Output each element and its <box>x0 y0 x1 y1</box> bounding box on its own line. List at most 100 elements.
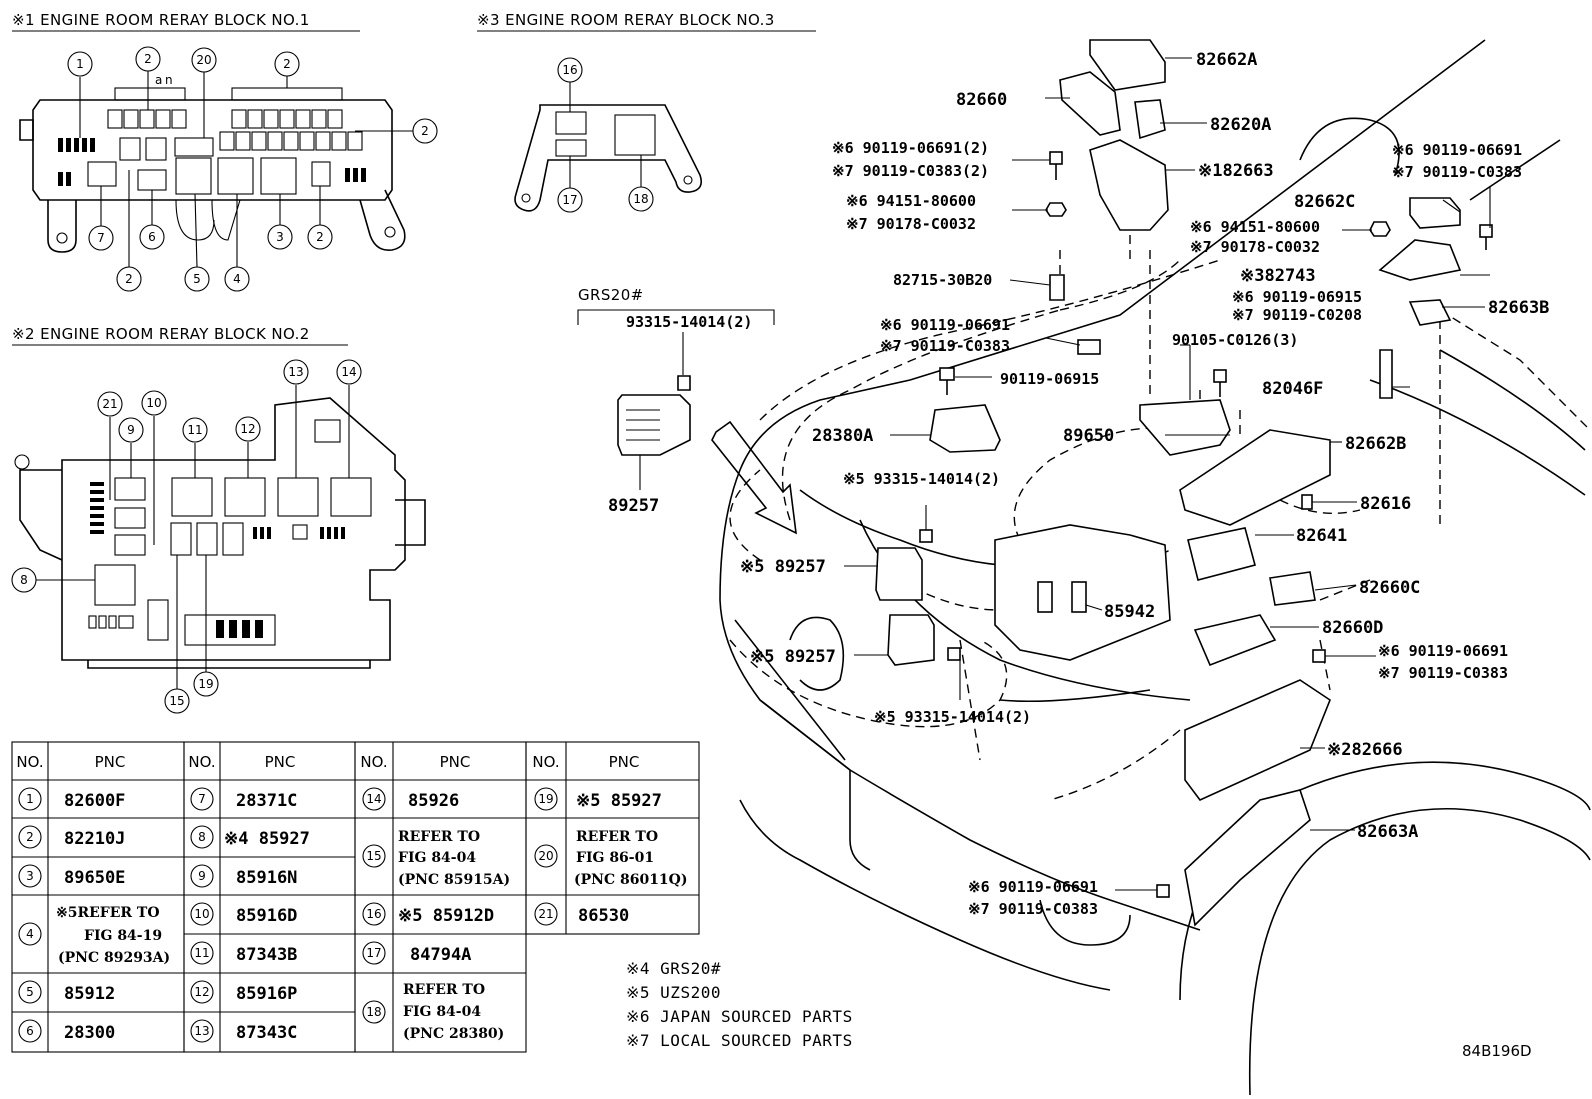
svg-text:FIG 84-19: FIG 84-19 <box>84 928 162 944</box>
svg-text:(PNC 28380): (PNC 28380) <box>403 1026 504 1042</box>
model-label: GRS20# <box>578 286 644 304</box>
callout-circle: 19 <box>193 671 219 697</box>
svg-text:85912: 85912 <box>64 984 115 1004</box>
callout-82743: ※382743 <box>1240 266 1316 286</box>
relay-block-1: ※1 ENGINE ROOM RERAY BLOCK NO.1 <box>12 11 438 292</box>
svg-text:89650E: 89650E <box>64 868 125 888</box>
block2-callout-circles: 21 10 9 11 12 13 14 8 15 19 <box>11 359 362 714</box>
callout-circle: 12 <box>235 416 261 442</box>
callout-90119-C0383-c: ※7 90119-C0383 <box>968 900 1098 918</box>
svg-text:17: 17 <box>366 946 381 960</box>
svg-text:2: 2 <box>283 57 291 71</box>
svg-text:5: 5 <box>193 272 201 286</box>
table-row: 11 87343B <box>190 941 297 965</box>
callout-circle: 7 <box>88 225 114 251</box>
callout-90119-06915: ※6 90119-06915 <box>1232 288 1362 306</box>
callout-82663A: 82663A <box>1357 822 1418 842</box>
callout-82662C: 82662C <box>1294 192 1355 212</box>
svg-text:REFER TO: REFER TO <box>576 829 658 845</box>
svg-text:82210J: 82210J <box>64 829 125 849</box>
svg-text:14: 14 <box>341 365 356 379</box>
svg-text:9: 9 <box>198 869 206 883</box>
callout-circle: 16 <box>557 57 583 83</box>
callout-90119-C0383-m: ※7 90119-C0383 <box>880 337 1010 355</box>
svg-text:8: 8 <box>20 573 28 587</box>
svg-text:8: 8 <box>198 830 206 844</box>
svg-text:15: 15 <box>169 694 184 708</box>
footnote: ※7 LOCAL SOURCED PARTS <box>626 1031 853 1050</box>
footnotes: ※4 GRS20# ※5 UZS200 ※6 JAPAN SOURCED PAR… <box>626 959 853 1050</box>
callout-82046F: 82046F <box>1262 379 1323 399</box>
callout-circle: 2 <box>135 46 161 72</box>
svg-text:16: 16 <box>366 907 381 921</box>
svg-text:20: 20 <box>538 849 553 863</box>
svg-text:85926: 85926 <box>408 791 459 811</box>
svg-text:(PNC 86011Q): (PNC 86011Q) <box>574 872 688 888</box>
small-label: a <box>155 73 162 87</box>
svg-text:85916P: 85916P <box>236 984 297 1004</box>
table-row: 20 REFER TO FIG 86-01 (PNC 86011Q) <box>534 829 688 888</box>
svg-text:84794A: 84794A <box>410 945 471 965</box>
svg-text:6: 6 <box>148 230 156 244</box>
callout-82715-30B20: 82715-30B20 <box>893 271 992 289</box>
svg-text:11: 11 <box>194 946 209 960</box>
callout-82666: ※282666 <box>1327 740 1403 760</box>
callouts: 82662A 82660 82620A ※6 90119-06691(2) ※7… <box>740 50 1549 918</box>
svg-text:21: 21 <box>102 397 117 411</box>
svg-text:FIG 84-04: FIG 84-04 <box>398 850 476 866</box>
relay-block-2: ※2 ENGINE ROOM RERAY BLOCK NO.2 <box>11 325 426 714</box>
callout-90119-C0383-b: ※7 90119-C0383 <box>1378 664 1508 682</box>
callout-circle: 13 <box>283 359 309 385</box>
callout-90119-06691-m: ※6 90119-06691 <box>880 316 1010 334</box>
svg-text:※5 85927: ※5 85927 <box>576 791 662 811</box>
callout-circle: 17 <box>557 187 583 213</box>
svg-text:5: 5 <box>26 985 34 999</box>
callout-85942: 85942 <box>1104 602 1155 622</box>
table-header-no: NO. <box>360 753 387 771</box>
svg-text:4: 4 <box>233 272 241 286</box>
vehicle-outline <box>719 39 1591 1096</box>
callout-circle: 1 <box>67 51 93 77</box>
callout-28380A: 28380A <box>812 426 873 446</box>
callout-circle: 8 <box>11 567 37 593</box>
callout-94151-80600-a: ※6 94151-80600 <box>846 192 976 210</box>
callout-82662B: 82662B <box>1345 434 1406 454</box>
callout-93315-14014-a: ※5 93315-14014(2) <box>843 470 1000 488</box>
callout-circle: 4 <box>224 266 250 292</box>
callout-90178-C0032-a: ※7 90178-C0032 <box>846 215 976 233</box>
callout-82663B: 82663B <box>1488 298 1549 318</box>
callout-82662A: 82662A <box>1196 50 1257 70</box>
svg-text:87343B: 87343B <box>236 945 297 965</box>
svg-text:※4 85927: ※4 85927 <box>224 829 310 849</box>
table-row: 5 85912 <box>18 980 115 1004</box>
callout-circle: 2 <box>274 51 300 77</box>
grs20-subfigure: GRS20# 93315-14014(2) 89257 <box>577 286 775 516</box>
leader-lines <box>844 57 1491 891</box>
table-row: 19※5 85927 <box>534 787 662 811</box>
svg-text:※5REFER TO: ※5REFER TO <box>56 905 160 921</box>
svg-text:10: 10 <box>146 396 161 410</box>
svg-text:87343C: 87343C <box>236 1023 297 1043</box>
table-header-pnc: PNC <box>609 753 640 771</box>
svg-text:REFER TO: REFER TO <box>398 829 480 845</box>
callout-90119-06691-b: ※6 90119-06691 <box>1378 642 1508 660</box>
callout-90119-06691-2: ※6 90119-06691(2) <box>832 139 989 157</box>
callout-89650: 89650 <box>1063 426 1114 446</box>
callout-90119-06915-b: 90119-06915 <box>1000 370 1099 388</box>
callout-circle: 11 <box>182 417 208 443</box>
table-row: 8 ※4 85927 <box>190 825 310 849</box>
callout-circle: 2 <box>116 266 142 292</box>
callout-90119-C0208: ※7 90119-C0208 <box>1232 306 1362 324</box>
block1-callout-circles: 1 2 20 2 2 7 6 2 5 4 3 2 <box>67 46 438 292</box>
callout-circle: 18 <box>628 186 654 212</box>
svg-text:3: 3 <box>276 230 284 244</box>
callout-89257-a: ※5 89257 <box>740 557 826 577</box>
table-header-no: NO. <box>188 753 215 771</box>
callout-circle: 21 <box>97 391 123 417</box>
